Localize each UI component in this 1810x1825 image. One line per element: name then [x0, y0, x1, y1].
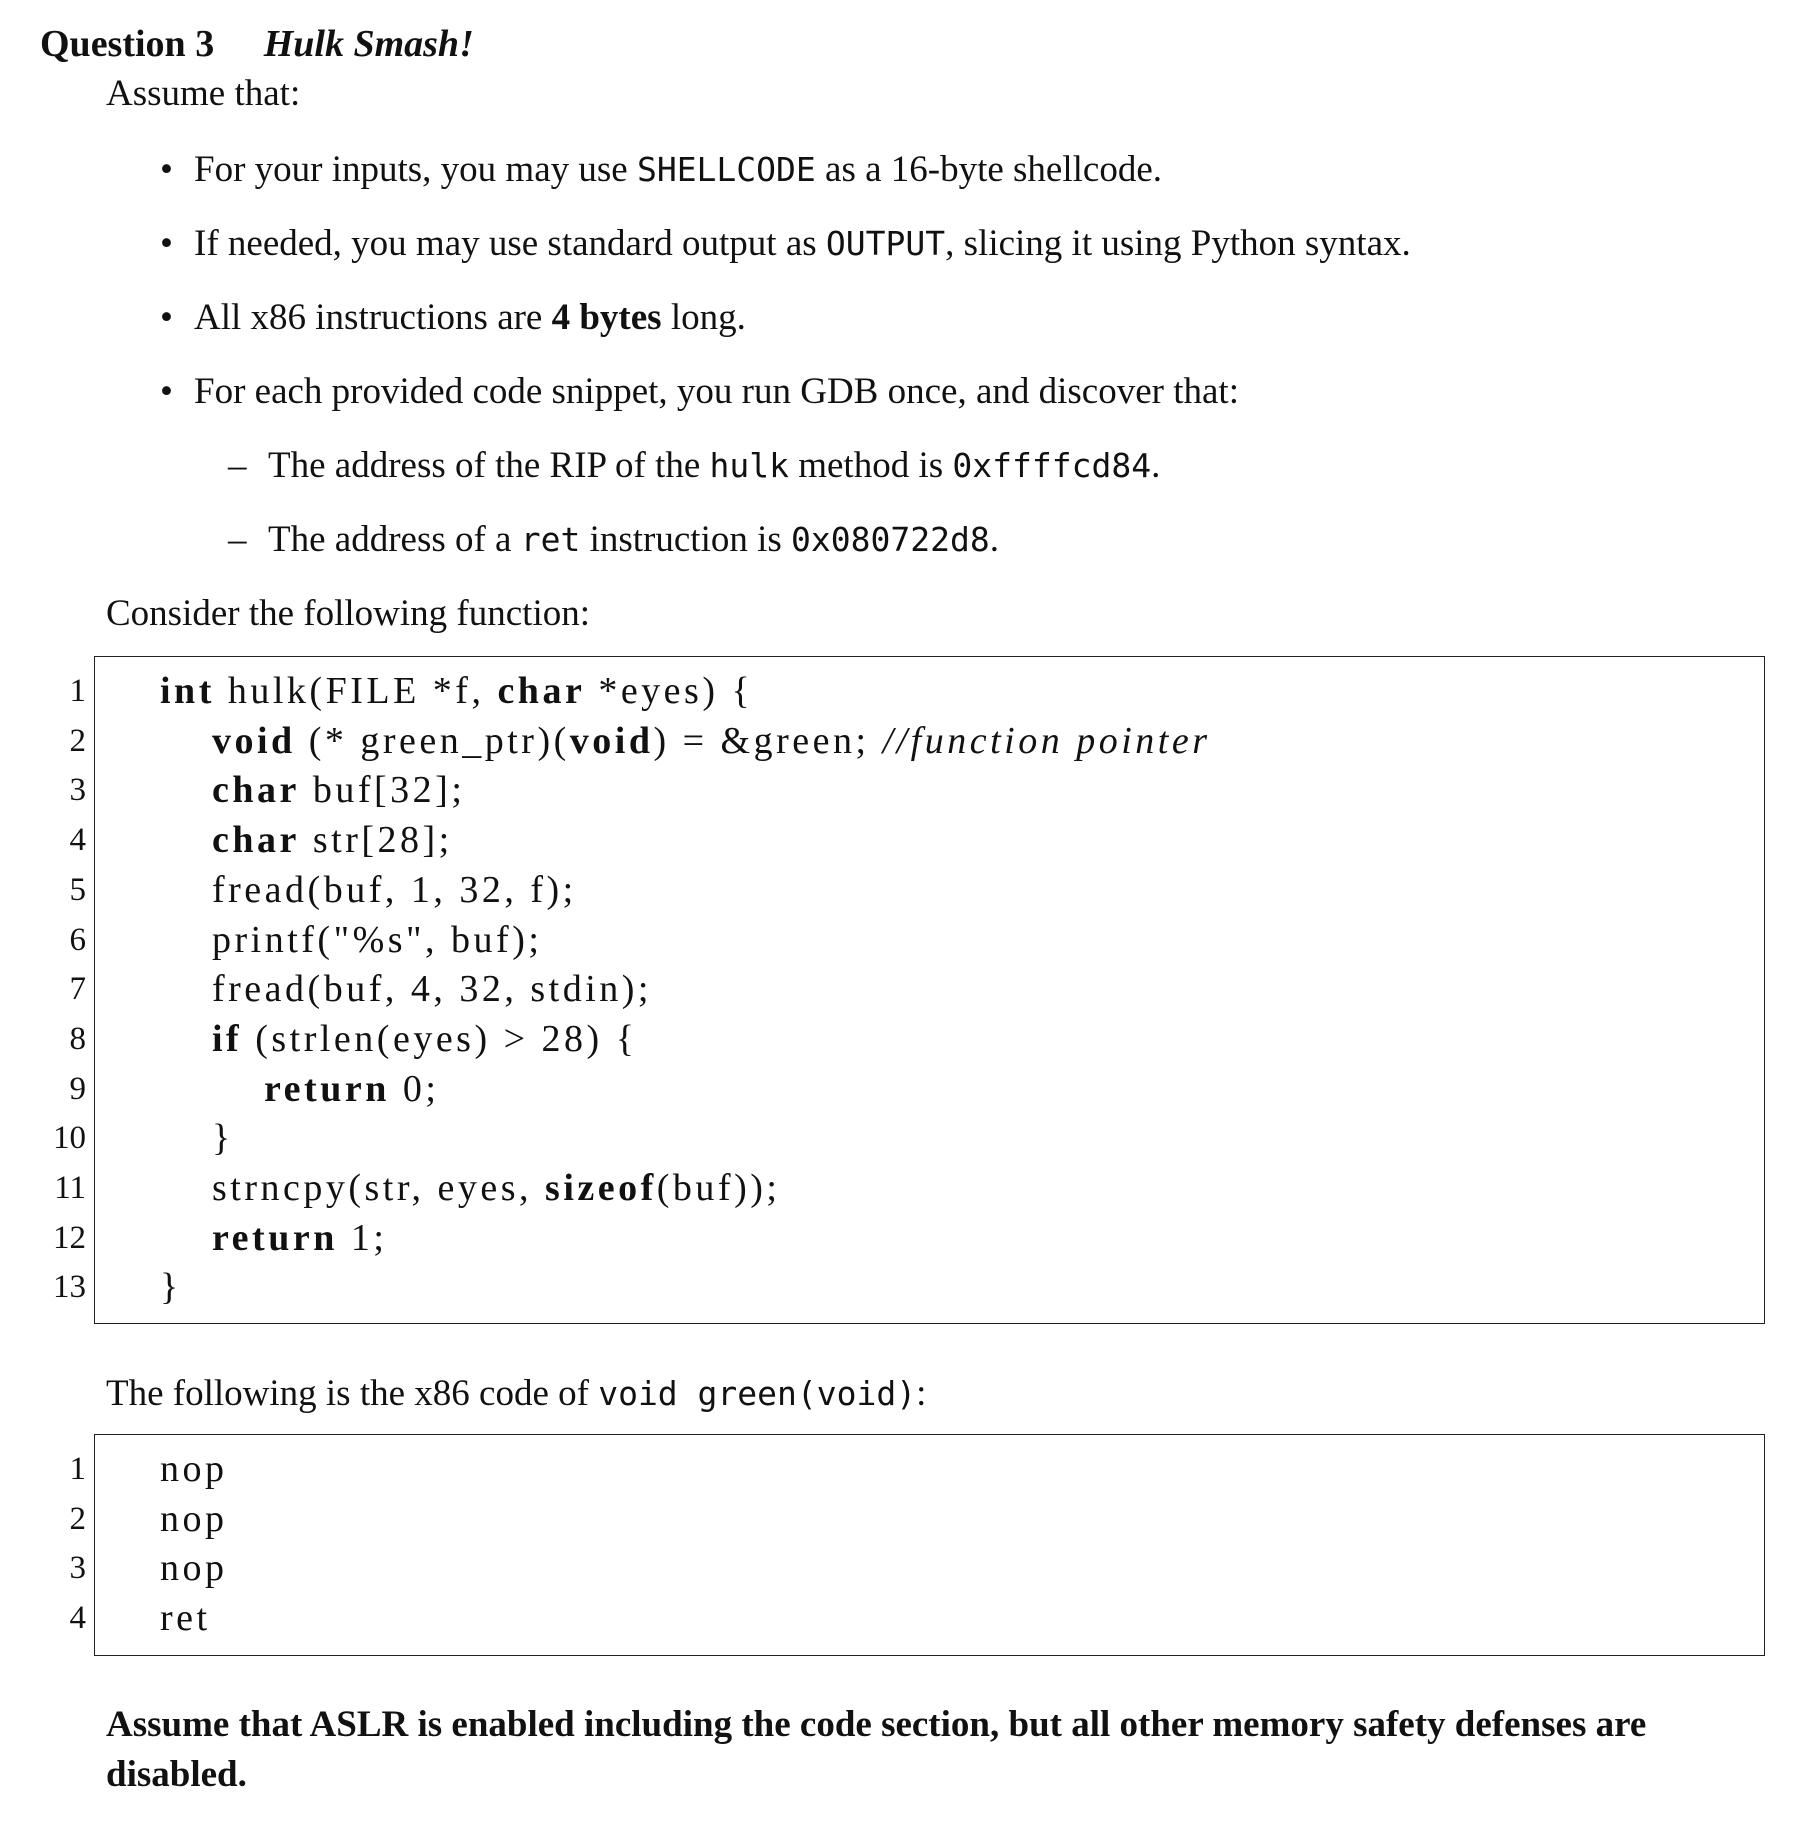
line-number: 3	[69, 1550, 87, 1587]
bullet-dot: •	[160, 149, 173, 190]
line-number: 9	[69, 1070, 87, 1107]
line-number: 6	[69, 921, 87, 958]
line-number: 4	[69, 822, 87, 859]
question-heading: Question 3 Hulk Smash!	[40, 22, 474, 66]
code-line: }	[160, 1117, 234, 1160]
code-frame	[94, 1434, 1765, 1656]
line-number: 8	[69, 1020, 87, 1057]
final-note: Assume that ASLR is enabled including th…	[106, 1704, 1647, 1795]
code-line: fread(buf, 4, 32, stdin);	[160, 968, 652, 1011]
line-number: 2	[69, 722, 87, 759]
line-number: 1	[69, 1451, 87, 1487]
line-number: 1	[69, 673, 87, 709]
line-number: 12	[53, 1219, 86, 1256]
bullet-dot: •	[160, 223, 173, 264]
code-line: return 1;	[212, 1216, 388, 1259]
code-line: }	[160, 1266, 182, 1309]
intro-text: Assume that:	[106, 73, 301, 114]
code-line: if (strlen(eyes) > 28) {	[212, 1017, 638, 1060]
line-number: 2	[69, 1500, 87, 1537]
code-line: char buf[32];	[212, 769, 466, 812]
line-number: 10	[53, 1120, 86, 1157]
asm-code-listing: 1 nop 2 nop 3 nop 4 ret	[50, 1434, 1765, 1658]
code-line: void (* green_ptr)(void) = &green; //fun…	[212, 719, 1211, 762]
line-number: 4	[69, 1600, 87, 1637]
code-frame	[94, 656, 1765, 1324]
line-number: 13	[53, 1269, 86, 1306]
consider-text: Consider the following function:	[106, 593, 591, 634]
code-line: printf("%s", buf);	[160, 918, 543, 961]
question-number: Question 3	[40, 23, 215, 65]
question-title: Hulk Smash!	[263, 23, 474, 65]
line-number: 7	[69, 971, 87, 1008]
dash-marker: –	[228, 445, 247, 486]
code-line: strncpy(str, eyes, sizeof(buf));	[160, 1167, 781, 1209]
bullet-item: •For your inputs, you may use SHELLCODE …	[160, 149, 1163, 190]
bullet-dot: •	[160, 371, 173, 412]
code-line: ret	[160, 1597, 211, 1640]
code-line: return 0;	[264, 1067, 440, 1110]
dash-marker: –	[228, 519, 247, 560]
line-number: 11	[54, 1170, 86, 1206]
bullet-item: •For each provided code snippet, you run…	[160, 371, 1239, 412]
sub-bullet-item: –The address of a ret instruction is 0x0…	[228, 519, 999, 560]
bullet-item: •If needed, you may use standard output …	[160, 223, 1411, 264]
following-text: The following is the x86 code of void gr…	[106, 1373, 927, 1414]
code-line: nop	[160, 1547, 228, 1590]
bullet-item: •All x86 instructions are 4 bytes long.	[160, 297, 746, 338]
bullet-dot: •	[160, 297, 173, 338]
code-line: nop	[160, 1497, 228, 1540]
line-number: 5	[69, 871, 87, 908]
line-number: 3	[69, 772, 87, 809]
code-line: nop	[160, 1448, 228, 1490]
code-line: fread(buf, 1, 32, f);	[160, 868, 577, 911]
function-code-listing: 1 int hulk(FILE *f, char *eyes) { 2 void (…	[50, 656, 1765, 1326]
sub-bullet-item: –The address of the RIP of the hulk meth…	[228, 445, 1161, 486]
code-line: char str[28];	[212, 819, 453, 862]
code-line: int hulk(FILE *f, char *eyes) {	[160, 670, 754, 712]
